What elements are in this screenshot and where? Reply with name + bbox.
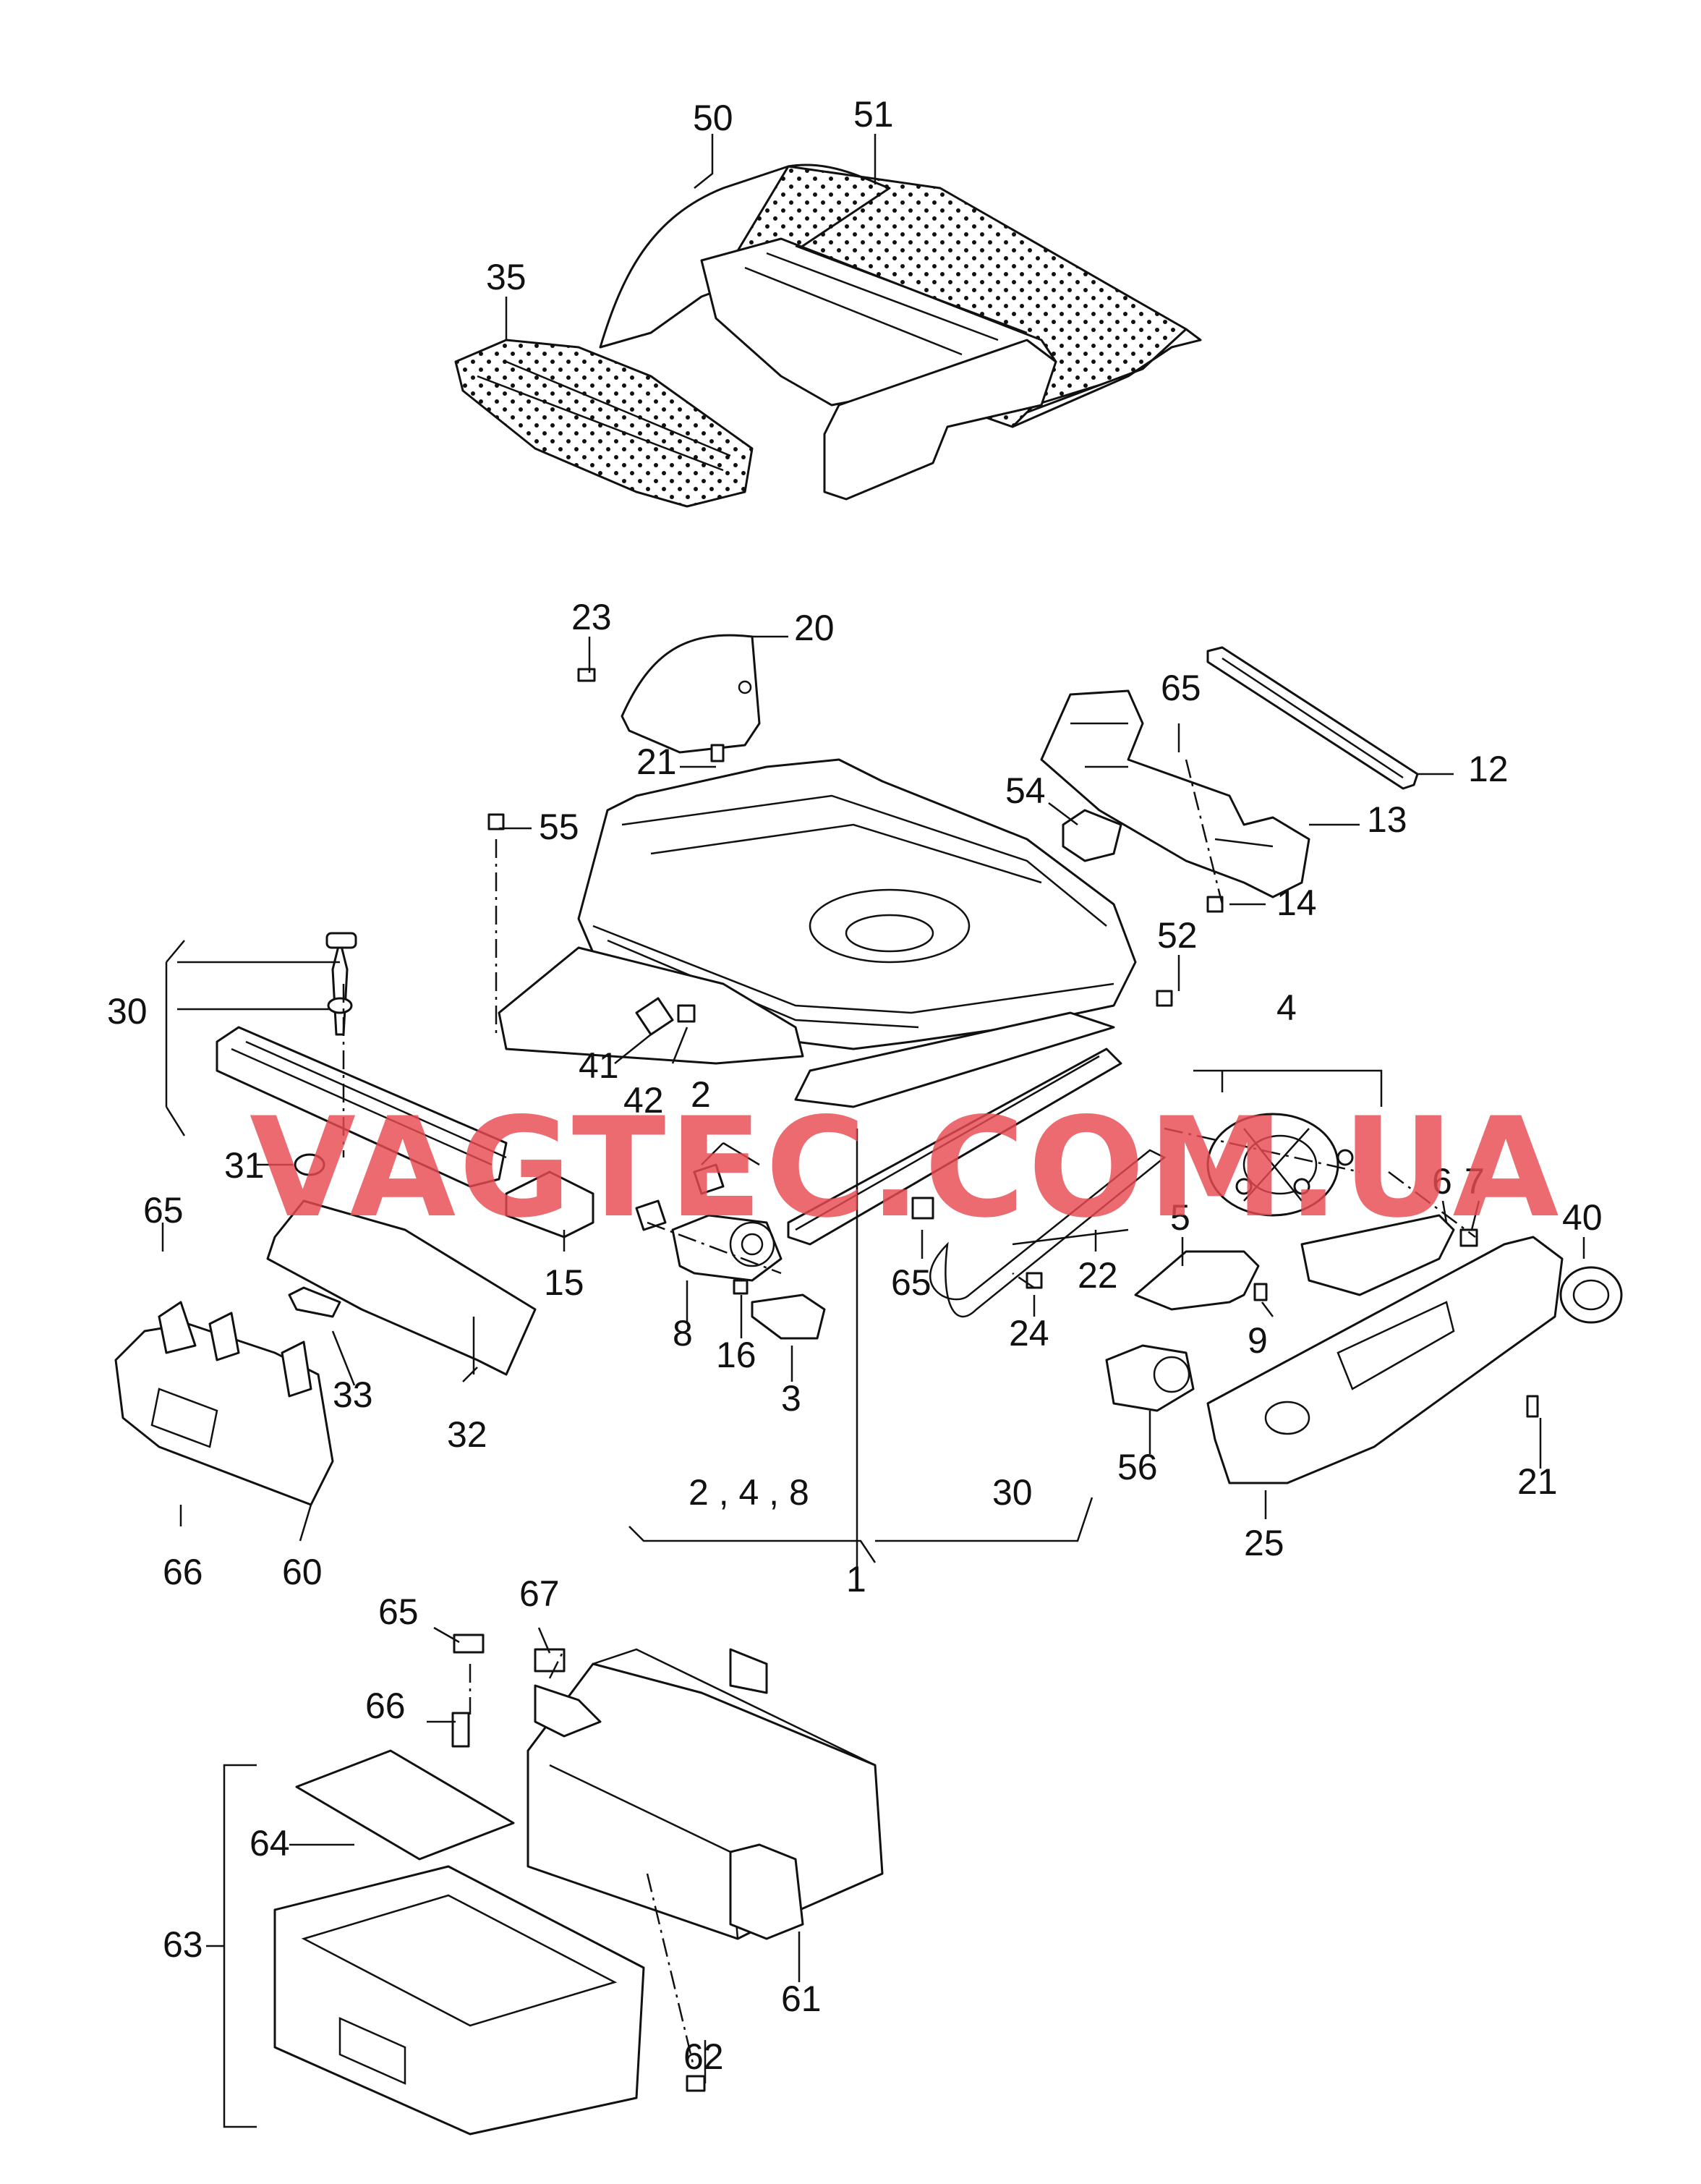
callout-21-right: 21 xyxy=(1517,1461,1558,1502)
callout-6: 6 xyxy=(1432,1161,1452,1202)
drawer-tray xyxy=(273,1865,645,2136)
bolt-pair xyxy=(635,1163,725,1231)
callout-30-left: 30 xyxy=(107,991,148,1032)
callout-3: 3 xyxy=(781,1378,801,1419)
callout-23: 23 xyxy=(571,597,612,637)
callout-64: 64 xyxy=(250,1823,290,1864)
callout-25: 25 xyxy=(1244,1523,1284,1563)
fastener-set xyxy=(487,668,1539,1418)
callout-8: 8 xyxy=(673,1313,693,1354)
callout-42: 42 xyxy=(623,1080,664,1121)
callout-61: 61 xyxy=(781,1979,822,2019)
callout-7: 7 xyxy=(1465,1161,1485,1202)
drawer-front-panel xyxy=(114,1301,334,1506)
callout-2-4-8: 2 , 4 , 8 xyxy=(688,1472,809,1513)
clip-9 xyxy=(1253,1283,1268,1301)
adjustment-motor xyxy=(671,1214,783,1282)
seat-switch xyxy=(1105,1344,1195,1412)
callout-2-top: 2 xyxy=(691,1074,711,1115)
callout-13: 13 xyxy=(1367,799,1407,840)
callout-66-left: 66 xyxy=(163,1552,203,1592)
callout-66-bottom: 66 xyxy=(365,1686,406,1726)
callout-35: 35 xyxy=(486,257,526,297)
callout-9: 9 xyxy=(1248,1320,1268,1361)
callout-4: 4 xyxy=(1276,987,1297,1028)
lever-screw xyxy=(1459,1228,1478,1247)
callout-31: 31 xyxy=(224,1145,265,1186)
callout-50: 50 xyxy=(693,98,733,138)
seat-bracket xyxy=(1040,689,1310,898)
callout-40: 40 xyxy=(1562,1197,1603,1238)
cover-rail-strip xyxy=(1206,646,1419,790)
callout-5: 5 xyxy=(1170,1197,1190,1238)
seat-cushion-front-pad xyxy=(454,339,754,508)
callout-33: 33 xyxy=(333,1374,373,1415)
callout-54: 54 xyxy=(1005,770,1046,811)
retainer-clip xyxy=(288,1286,341,1318)
callout-labels: 50 51 35 23 20 21 55 65 54 12 13 14 52 4… xyxy=(107,94,1603,2077)
callout-65-mid: 65 xyxy=(891,1262,932,1303)
callout-20: 20 xyxy=(794,608,835,648)
callout-52: 52 xyxy=(1157,915,1198,956)
callout-56: 56 xyxy=(1117,1447,1158,1487)
callout-55: 55 xyxy=(539,807,579,847)
callout-32: 32 xyxy=(447,1414,487,1455)
rail-end-cap xyxy=(505,1170,594,1238)
callout-51: 51 xyxy=(853,94,894,135)
recliner-mechanism xyxy=(1206,1113,1354,1217)
callout-65-top: 65 xyxy=(1161,668,1201,708)
callout-14: 14 xyxy=(1276,883,1317,923)
seat-cushion-cover xyxy=(599,163,1202,501)
drawer-mat xyxy=(295,1749,515,1861)
callout-22: 22 xyxy=(1078,1255,1118,1296)
lever-cover-3 xyxy=(751,1293,826,1340)
electrical-connector xyxy=(1062,809,1122,862)
clip-16 xyxy=(733,1279,749,1295)
leader-lines xyxy=(161,134,1585,2128)
cover-grommet xyxy=(1559,1266,1623,1324)
callout-62: 62 xyxy=(683,2036,724,2077)
callout-12: 12 xyxy=(1468,749,1509,789)
callout-1: 1 xyxy=(846,1559,866,1599)
callout-60: 60 xyxy=(282,1552,323,1592)
seat-side-panel xyxy=(1206,1236,1564,1484)
seat-frame xyxy=(498,758,1137,1246)
callout-65-bottom: 65 xyxy=(378,1592,419,1632)
adjuster-handle xyxy=(1134,1250,1260,1311)
callout-21-top: 21 xyxy=(636,742,677,782)
callout-24: 24 xyxy=(1009,1313,1049,1354)
clip-65-center xyxy=(911,1197,934,1220)
drawer-housing xyxy=(526,1648,884,1940)
bowden-cable xyxy=(929,1149,1167,1318)
callout-67: 67 xyxy=(519,1573,560,1614)
callout-30-bottom: 30 xyxy=(992,1472,1033,1513)
front-trim-panel xyxy=(266,1199,537,1376)
callout-41: 41 xyxy=(579,1045,619,1086)
callout-65-left: 65 xyxy=(143,1190,184,1231)
alignment-lines xyxy=(342,759,1476,2070)
release-lever xyxy=(1300,1214,1455,1296)
callout-15: 15 xyxy=(544,1262,584,1303)
watermark-text: VAGTEC.COM.UA xyxy=(250,1088,1562,1248)
callout-63: 63 xyxy=(163,1924,203,1965)
callout-16: 16 xyxy=(716,1335,756,1375)
seat-trim-shield xyxy=(621,634,761,754)
